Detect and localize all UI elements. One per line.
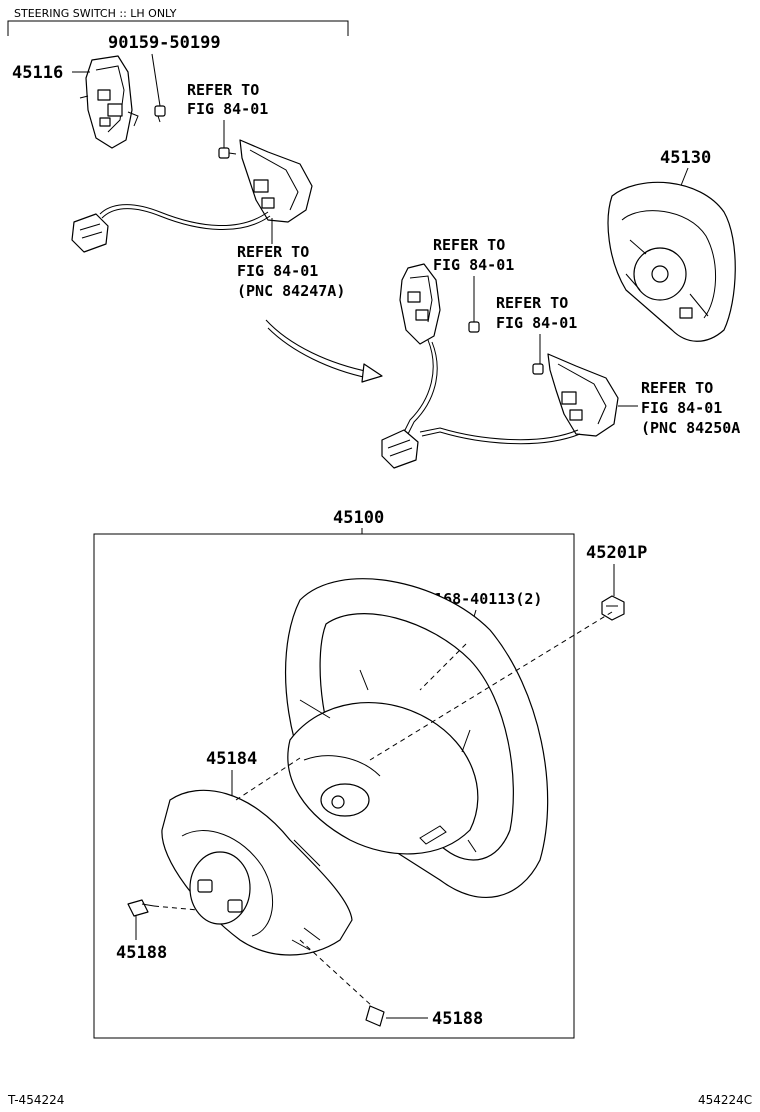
refer-to-5-line1: REFER TO <box>641 379 713 397</box>
part-number-45201P: 45201P <box>586 543 647 563</box>
refer-to-4-line1: REFER TO <box>496 294 568 312</box>
screw-icon <box>468 321 480 333</box>
lower-cover-45184-icon <box>161 789 353 956</box>
assembly-frame <box>93 533 575 1039</box>
refer-to-1-line1: REFER TO <box>187 81 259 99</box>
part-number-45116: 45116 <box>12 63 63 83</box>
switch-assembly-icon <box>239 139 313 223</box>
steering-wheel-icon <box>285 578 549 898</box>
header-note: STEERING SWITCH :: LH ONLY <box>14 7 177 20</box>
wire-harness-icon <box>71 204 271 253</box>
part-number-45130: 45130 <box>660 148 711 168</box>
airbag-cover-icon <box>607 181 736 342</box>
nut-icon <box>601 595 625 621</box>
screw-icon <box>218 147 237 159</box>
lh-only-bracket: STEERING SWITCH :: LH ONLY <box>7 7 349 36</box>
refer-to-3-line2: FIG 84-01 <box>433 256 514 274</box>
part-number-45188-left: 45188 <box>116 943 167 963</box>
part-number-45188-bottom: 45188 <box>432 1009 483 1029</box>
screw-icon <box>154 105 166 123</box>
footer-left-code: T-454224 <box>7 1093 64 1107</box>
refer-to-1-line2: FIG 84-01 <box>187 100 268 118</box>
part-number-45184: 45184 <box>206 749 257 769</box>
switch-assembly-icon <box>547 353 619 437</box>
part-number-45100: 45100 <box>333 508 384 528</box>
refer-to-2-line3: (PNC 84247A) <box>237 282 345 300</box>
footer-right-code: 454224C <box>698 1093 752 1107</box>
refer-to-2-line2: FIG 84-01 <box>237 262 318 280</box>
bolt-icon <box>365 1005 385 1027</box>
switch-housing-icon <box>399 263 441 345</box>
refer-to-5-line3: (PNC 84250A <box>641 419 740 437</box>
refer-to-3-line1: REFER TO <box>433 236 505 254</box>
wire-harness-icon <box>381 339 581 469</box>
refer-to-5-line2: FIG 84-01 <box>641 399 722 417</box>
part-number-90159-50199: 90159-50199 <box>108 33 221 53</box>
bolt-icon <box>127 899 155 917</box>
refer-to-4-line2: FIG 84-01 <box>496 314 577 332</box>
switch-housing-45116-icon <box>79 55 139 149</box>
arrow-icon <box>265 319 383 383</box>
refer-to-2-line1: REFER TO <box>237 243 309 261</box>
screw-icon <box>532 363 544 375</box>
